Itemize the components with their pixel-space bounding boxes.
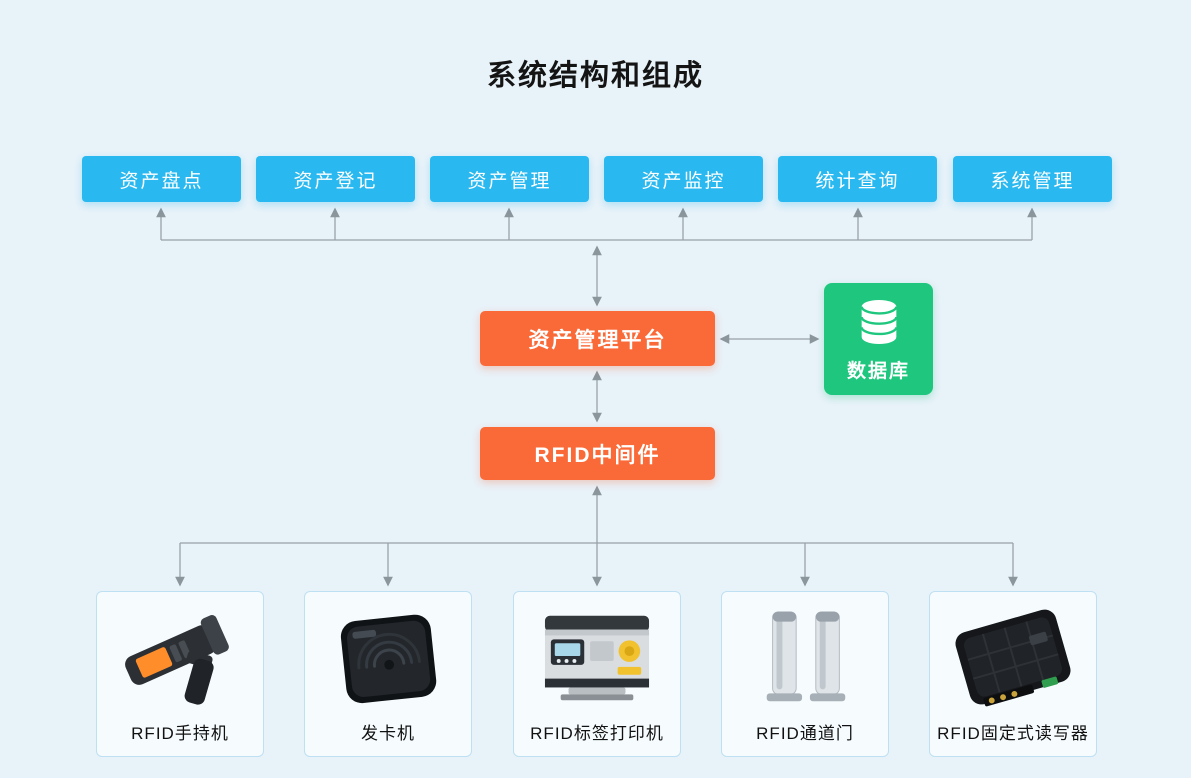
device-card-rfid-fixed-reader: RFID固定式读写器 [929, 591, 1097, 757]
module-label: 资产盘点 [119, 170, 204, 192]
device-card-rfid-handheld: RFID手持机 [96, 591, 264, 757]
node-database: 数据库 [824, 283, 933, 395]
device-card-rfid-gate: RFID通道门 [721, 591, 889, 757]
database-cylinder-icon [859, 299, 898, 344]
module-system-management: 系统管理 [953, 156, 1112, 202]
module-label: 资产监控 [641, 170, 726, 192]
device-label: RFID标签打印机 [530, 724, 664, 743]
node-asset-management-platform: 资产管理平台 [480, 311, 715, 366]
rfid-gate-icon [766, 611, 846, 702]
device-label: RFID固定式读写器 [937, 724, 1089, 743]
platform-label: 资产管理平台 [528, 328, 667, 352]
device-label: 发卡机 [361, 724, 415, 743]
module-asset-management: 资产管理 [430, 156, 589, 202]
database-label: 数据库 [846, 360, 910, 382]
device-card-card-issuer: 发卡机 [304, 591, 472, 757]
rfid-label-printer-icon [544, 615, 650, 701]
module-label: 系统管理 [990, 170, 1075, 192]
module-asset-monitoring: 资产监控 [604, 156, 763, 202]
middleware-label: RFID中间件 [534, 443, 661, 467]
module-label: 资产管理 [467, 170, 552, 192]
module-asset-inventory: 资产盘点 [82, 156, 241, 202]
device-label: RFID通道门 [756, 724, 854, 743]
page-title: 系统结构和组成 [486, 60, 704, 92]
rfid-fixed-reader-icon [955, 609, 1071, 707]
module-label: 资产登记 [293, 170, 378, 192]
card-issuer-icon [340, 614, 437, 704]
module-asset-registration: 资产登记 [256, 156, 415, 202]
device-label: RFID手持机 [131, 724, 229, 743]
device-card-rfid-label-printer: RFID标签打印机 [513, 591, 681, 757]
rfid-handheld-icon [125, 615, 229, 705]
module-statistics-query: 统计查询 [778, 156, 937, 202]
module-label: 统计查询 [815, 170, 900, 192]
node-rfid-middleware: RFID中间件 [480, 427, 715, 480]
